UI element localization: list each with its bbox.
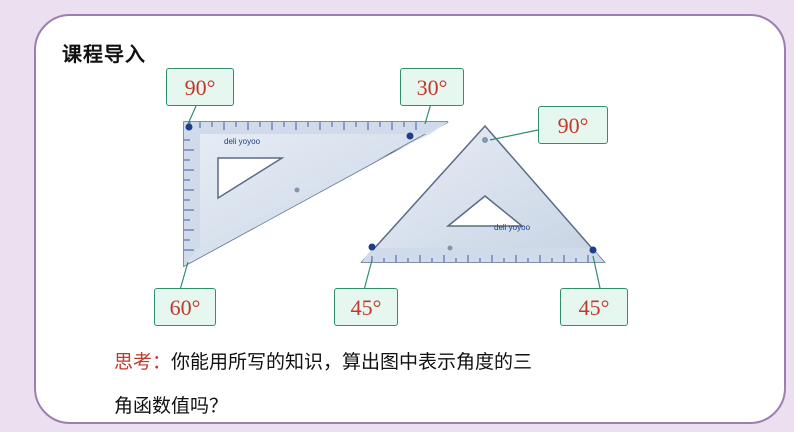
discussion-question: 思考：你能用所写的知识，算出图中表示角度的三 角函数值吗？ (114, 340, 614, 428)
question-line-2: 角函数值吗？ (114, 395, 229, 417)
question-text-1: 你能用所写的知识，算出图中表示角度的三 (171, 351, 533, 373)
question-line-1: 思考：你能用所写的知识，算出图中表示角度的三 (114, 340, 614, 384)
left-ruler-brand: deli yoyoo (224, 137, 261, 146)
label-right-left-45: 45° (334, 288, 398, 326)
label-left-top-90: 90° (166, 68, 234, 106)
label-right-top-90: 90° (538, 106, 608, 144)
label-left-right-30: 30° (400, 68, 464, 106)
right-ruler-brand: deli yoyoo (494, 223, 531, 232)
section-title: 课程导入 (62, 42, 146, 66)
left-set-square: deli yoyoo (183, 121, 449, 268)
right-set-square: deli yoyoo (360, 124, 606, 263)
question-prefix: 思考： (114, 351, 172, 373)
label-right-right-45: 45° (560, 288, 628, 326)
label-left-bottom-60: 60° (154, 288, 216, 326)
